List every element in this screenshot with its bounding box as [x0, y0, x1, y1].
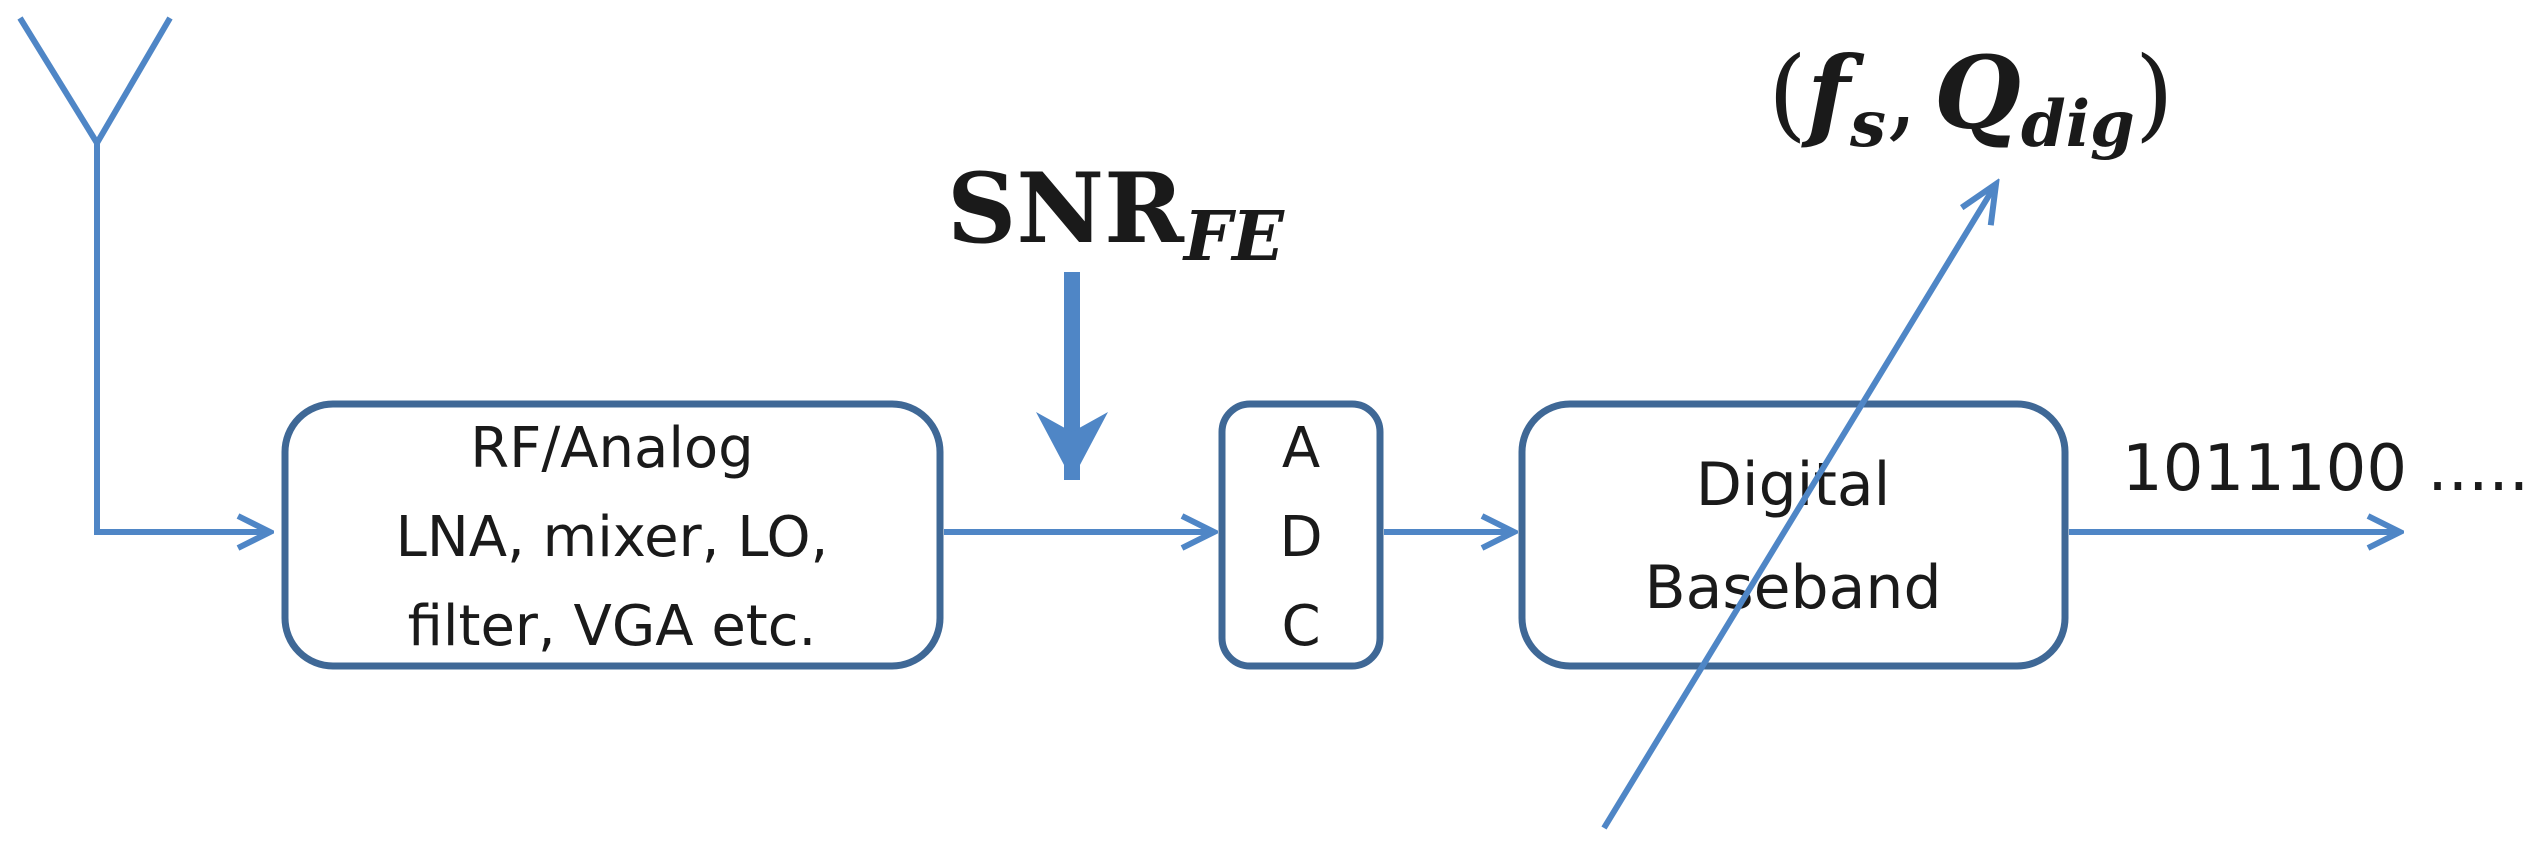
- digital-baseband-block: Digital Baseband: [1518, 400, 2069, 670]
- adc-letter-c: C: [1281, 594, 1320, 659]
- output-bits: 1011100 .....: [2122, 432, 2529, 506]
- open-paren: (: [1768, 35, 1807, 152]
- baseband-title: Baseband: [1644, 553, 1941, 623]
- tunable-parameter-arrow: [1601, 184, 1996, 830]
- rf-analog-line-3: filter, VGA etc.: [408, 594, 817, 659]
- digital-title: Digital: [1696, 450, 1891, 520]
- fs-subscript: s: [1849, 87, 1886, 162]
- rf-analog-line-2: LNA, mixer, LO,: [396, 505, 829, 570]
- adc-letter-a: A: [1282, 416, 1320, 481]
- rf-analog-block: RF/Analog LNA, mixer, LO, filter, VGA et…: [281, 400, 944, 670]
- q-main: Q: [1934, 34, 2021, 152]
- close-paren: ): [2135, 35, 2174, 152]
- comma: ,: [1886, 35, 1918, 152]
- adc-letter-d: D: [1279, 505, 1322, 570]
- fs-qdig-label: (fs,Qdig): [1768, 34, 2174, 162]
- antenna-icon: [17, 16, 270, 532]
- snr-fe-label: SNRFE: [947, 152, 1285, 277]
- rf-analog-title: RF/Analog: [470, 416, 753, 481]
- snr-subscript: FE: [1182, 197, 1285, 277]
- adc-block: A D C: [1218, 400, 1384, 670]
- snr-main: SNR: [947, 152, 1185, 265]
- q-subscript: dig: [2021, 87, 2135, 162]
